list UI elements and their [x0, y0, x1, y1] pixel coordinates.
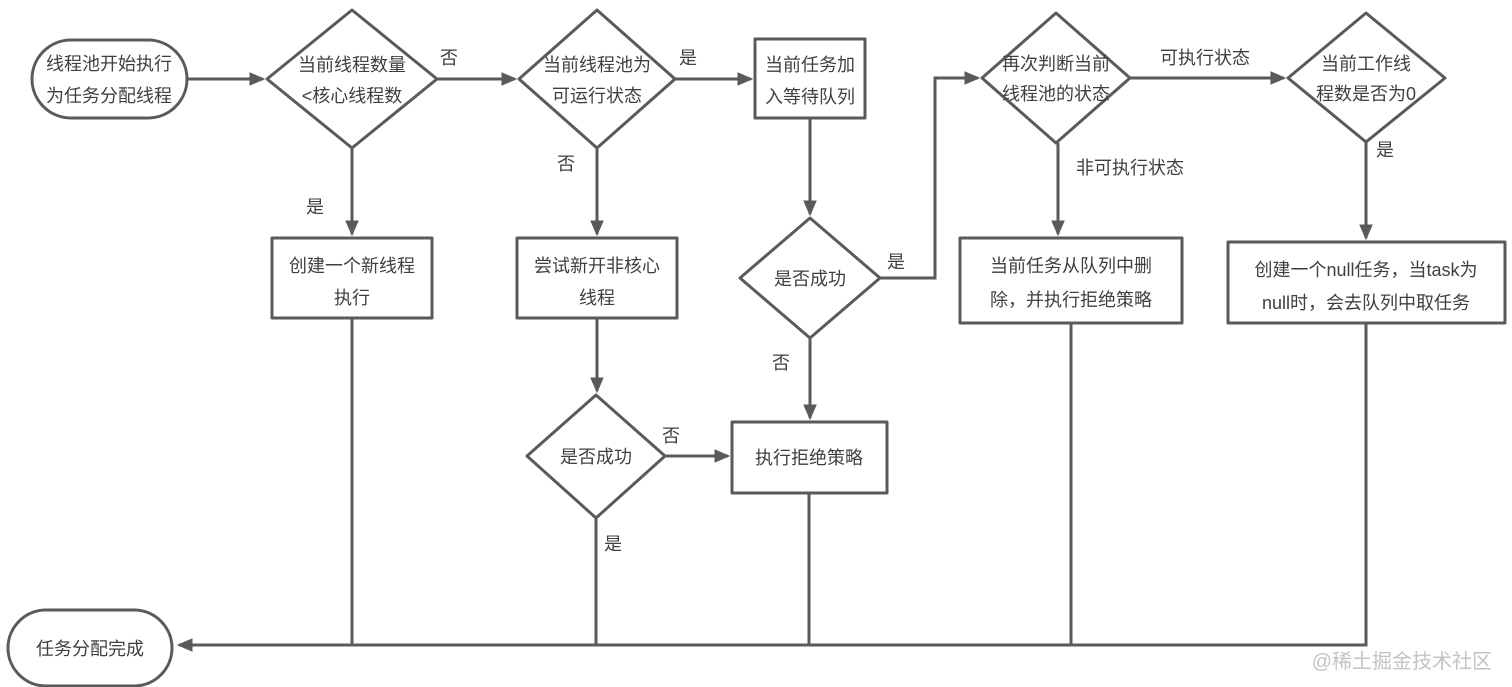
node-box-noncore-thread-line1: 尝试新开非核心 [534, 256, 660, 276]
node-start-label-line1: 线程池开始执行 [46, 54, 172, 74]
node-box-noncore-thread-line2: 线程 [579, 288, 615, 308]
edge-label-success-bottom-yes: 是 [604, 534, 622, 554]
node-box-null-task-line2: null时，会去队列中取任务 [1262, 293, 1470, 313]
node-box-remove-reject: 当前任务从队列中删 除，并执行拒绝策略 [958, 236, 1184, 325]
node-decision-core-count-line2: <核心线程数 [302, 86, 403, 106]
edge-label-d1-yes: 是 [306, 197, 324, 217]
node-end: 任务分配完成 [6, 608, 174, 687]
node-start-shape [30, 38, 189, 120]
node-box-enqueue-line2: 入等待队列 [765, 87, 855, 107]
edge-labels: 否 是 是 否 是 否 可执行状态 非可执行状态 是 否 是 [306, 48, 1394, 554]
node-end-shape [6, 608, 174, 687]
node-box-reject-label: 执行拒绝策略 [755, 448, 863, 468]
node-decision-pool-runnable-line1: 当前线程池为 [543, 55, 651, 75]
edge-success-mid-yes-to-d3 [880, 78, 978, 280]
edge-label-d2-yes: 是 [679, 48, 697, 68]
node-decision-success-bottom-label: 是否成功 [560, 447, 632, 467]
node-decision-success-bottom-shape [525, 393, 667, 520]
node-decision-core-count-shape [265, 8, 439, 150]
node-box-enqueue-line1: 当前任务加 [765, 55, 855, 75]
node-box-null-task-line1: 创建一个null任务，当task为 [1254, 260, 1477, 280]
node-decision-recheck-state-shape [980, 11, 1132, 145]
node-box-noncore-thread: 尝试新开非核心 线程 [515, 236, 679, 320]
node-decision-core-count-line1: 当前线程数量 [298, 55, 406, 75]
edge-label-d3-runnable: 可执行状态 [1160, 48, 1250, 68]
node-decision-success-mid-shape [738, 216, 882, 340]
node-start-label-line2: 为任务分配线程 [46, 86, 172, 106]
node-box-enqueue: 当前任务加 入等待队列 [753, 37, 867, 120]
node-box-create-thread: 创建一个新线程 执行 [270, 236, 434, 320]
edge-label-d4-yes: 是 [1376, 140, 1394, 160]
node-box-null-task-shape [1226, 240, 1507, 325]
edges [179, 78, 1366, 645]
node-decision-worker-zero-line1: 当前工作线 [1321, 54, 1411, 74]
edge-label-d3-not-runnable: 非可执行状态 [1076, 158, 1184, 178]
node-decision-pool-runnable-line2: 可运行状态 [552, 86, 642, 106]
edge-label-d1-no: 否 [440, 48, 458, 68]
node-decision-pool-runnable-shape [517, 8, 677, 150]
node-decision-success-bottom: 是否成功 [525, 393, 667, 520]
node-decision-worker-zero-shape [1286, 11, 1447, 144]
node-box-remove-reject-line2: 除，并执行拒绝策略 [990, 290, 1152, 310]
node-box-remove-reject-line1: 当前任务从队列中删 [990, 256, 1152, 276]
edge-label-success-mid-yes: 是 [887, 252, 905, 272]
node-box-null-task: 创建一个null任务，当task为 null时，会去队列中取任务 [1226, 240, 1507, 325]
node-decision-pool-runnable: 当前线程池为 可运行状态 [517, 8, 677, 150]
node-box-create-thread-shape [270, 236, 434, 320]
node-decision-success-mid-label: 是否成功 [774, 269, 846, 289]
node-decision-worker-zero: 当前工作线 程数是否为0 [1286, 11, 1447, 144]
node-box-create-thread-line2: 执行 [334, 288, 370, 308]
node-start: 线程池开始执行 为任务分配线程 [30, 38, 189, 120]
node-box-remove-reject-shape [958, 236, 1184, 325]
edge-label-success-mid-no: 否 [772, 353, 790, 373]
node-end-label: 任务分配完成 [36, 639, 144, 659]
node-decision-success-mid: 是否成功 [738, 216, 882, 340]
node-decision-worker-zero-line2: 程数是否为0 [1316, 84, 1416, 104]
node-box-reject: 执行拒绝策略 [730, 420, 889, 495]
node-box-create-thread-line1: 创建一个新线程 [289, 256, 415, 276]
node-box-reject-shape [730, 420, 889, 495]
edge-label-d2-no: 否 [557, 154, 575, 174]
edge-label-success-bottom-no: 否 [662, 426, 680, 446]
node-box-noncore-thread-shape [515, 236, 679, 320]
node-decision-recheck-state-line1: 再次判断当前 [1002, 54, 1110, 74]
node-decision-recheck-state-line2: 线程池的状态 [1002, 84, 1110, 104]
watermark: @稀土掘金技术社区 [1312, 650, 1492, 673]
node-box-enqueue-shape [753, 37, 867, 120]
edge-nulltask-to-end [179, 323, 1368, 645]
node-decision-recheck-state: 再次判断当前 线程池的状态 [980, 11, 1132, 145]
node-decision-core-count: 当前线程数量 <核心线程数 [265, 8, 439, 150]
